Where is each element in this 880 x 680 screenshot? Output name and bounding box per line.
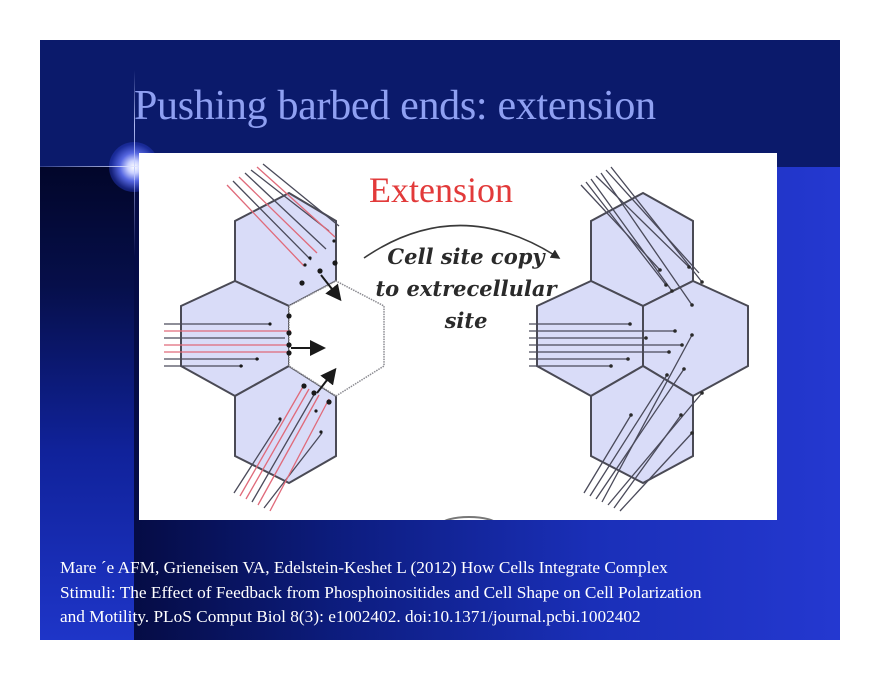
decorative-vertical-line-lower — [134, 167, 135, 257]
citation-line: Mare ´e AFM, Grieneisen VA, Edelstein-Ke… — [60, 558, 668, 577]
figure-heading: Extension — [369, 170, 513, 210]
decorative-horizontal-line — [40, 166, 140, 167]
caption-line: site — [444, 308, 488, 333]
caption-line: to extrecellular — [375, 276, 557, 301]
figure-caption: Cell site copy to extrecellular site — [361, 241, 571, 337]
slide: Pushing barbed ends: extension — [40, 40, 840, 640]
copy-arrow-icon — [363, 224, 561, 259]
citation-line: and Motility. PLoS Comput Biol 8(3): e10… — [60, 607, 641, 626]
title-band — [40, 40, 840, 167]
slide-title: Pushing barbed ends: extension — [134, 83, 656, 129]
left-gradient-column — [40, 167, 134, 640]
citation-line: Stimuli: The Effect of Feedback from Pho… — [60, 582, 702, 602]
decorative-vertical-line — [134, 70, 135, 180]
hexagon-cell-diagram — [164, 163, 749, 520]
caption-line: Cell site copy — [387, 244, 545, 269]
extension-figure: Extension Cell site copy to extrecellula… — [139, 153, 777, 520]
right-cell-cluster — [529, 166, 749, 512]
citation: Mare ´e AFM, Grieneisen VA, Edelstein-Ke… — [60, 556, 830, 630]
left-cell-cluster — [164, 163, 385, 512]
